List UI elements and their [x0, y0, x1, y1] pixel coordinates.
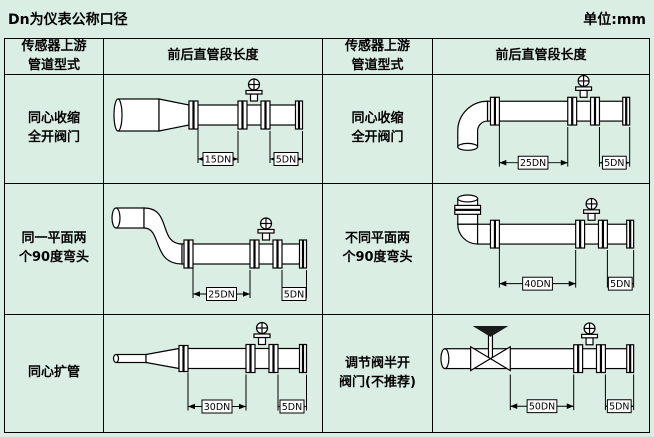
dim-label: 5DN — [604, 158, 624, 169]
flange — [183, 344, 189, 373]
type-label-concentric-expansion: 同心扩管 — [5, 315, 104, 432]
concentric-reduction-drawing: 15DN 5DN — [113, 78, 304, 166]
flange — [188, 239, 194, 269]
flange — [626, 219, 631, 249]
valve-body — [470, 345, 492, 372]
flange — [622, 96, 627, 126]
flange — [454, 209, 482, 215]
dim-label: 5DN — [609, 402, 629, 413]
dim-label: 25DN — [208, 290, 235, 301]
flange — [302, 343, 308, 374]
type-label-same-plane-elbows: 同一平面两 个90度弯头 — [5, 184, 104, 315]
valve-body — [489, 345, 511, 372]
dim-label: 5DN — [610, 279, 630, 290]
unit-note: 单位:mm — [583, 12, 646, 28]
flange — [626, 96, 631, 126]
dim-label: 15DN — [205, 155, 232, 166]
valve-handle — [472, 325, 509, 337]
flange — [489, 96, 496, 126]
diagram-half-open-valve: 50DN 5DN — [433, 315, 649, 432]
type-label-different-plane-elbows: 不同平面两 个90度弯头 — [323, 184, 433, 315]
flange — [294, 100, 300, 130]
dim-label: 5DN — [284, 290, 304, 301]
single-elbow-drawing: 25DN 5DN — [457, 75, 631, 170]
diagram-same-plane-elbows: 25DN 5DN — [104, 184, 323, 315]
pipe-open-end — [457, 194, 479, 203]
col-header-straight-length-left: 前后直管段长度 — [104, 39, 323, 75]
flange — [178, 344, 184, 373]
top-notes: Dn为仪表公称口径 单位:mm — [0, 0, 654, 38]
flange — [298, 343, 304, 374]
flange — [188, 100, 194, 130]
pipe-open-end — [113, 98, 123, 132]
flange — [494, 219, 500, 249]
dim-label: 25DN — [520, 158, 546, 169]
flange — [630, 344, 635, 374]
straight-run-table: 传感器上游 管道型式 前后直管段长度 传感器上游 管道型式 前后直管段长度 同心… — [4, 38, 650, 433]
diagram-concentric-expansion: 30DN 5DN — [104, 315, 323, 432]
pipe-open-end — [457, 142, 479, 151]
flange — [489, 219, 496, 249]
pipe-open-end — [440, 348, 450, 370]
pipe-open-end — [112, 353, 120, 364]
dim-label: 50DN — [529, 402, 555, 413]
concentric-expansion-drawing: 30DN 5DN — [112, 321, 308, 414]
dim-label: 5DN — [276, 155, 296, 166]
half-open-valve-drawing: 50DN 5DN — [440, 322, 635, 414]
pipe-open-end — [111, 207, 121, 229]
flange — [298, 239, 304, 269]
col-header-straight-length-right: 前后直管段长度 — [433, 39, 649, 75]
same-plane-elbows-drawing: 25DN 5DN — [111, 207, 308, 301]
flange — [298, 100, 304, 130]
col-header-pipe-type-left: 传感器上游 管道型式 — [5, 39, 104, 75]
diagram-different-plane-elbows: 40DN 5DN — [433, 184, 649, 315]
flange — [454, 204, 482, 210]
col-header-pipe-type-right: 传感器上游 管道型式 — [323, 39, 433, 75]
dim-label: 5DN — [282, 402, 302, 413]
flange — [494, 96, 500, 126]
dim-label: 30DN — [204, 402, 231, 413]
flange — [193, 100, 199, 130]
type-label-half-open-valve: 调节阀半开 阀门(不推荐) — [323, 315, 433, 432]
flange — [302, 239, 308, 269]
type-label-concentric-reduction: 同心收缩 全开阀门 — [5, 75, 104, 184]
flange — [630, 219, 635, 249]
dim-label: 40DN — [524, 279, 550, 290]
nominal-diameter-note: Dn为仪表公称口径 — [8, 12, 128, 28]
different-plane-elbows-drawing: 40DN 5DN — [454, 194, 635, 291]
flange — [626, 344, 631, 374]
diagram-concentric-reduction: 15DN 5DN — [104, 75, 323, 184]
flange — [183, 239, 189, 269]
type-label-concentric-reduction-2: 同心收缩 全开阀门 — [323, 75, 433, 184]
diagram-single-elbow: 25DN 5DN — [433, 75, 649, 184]
